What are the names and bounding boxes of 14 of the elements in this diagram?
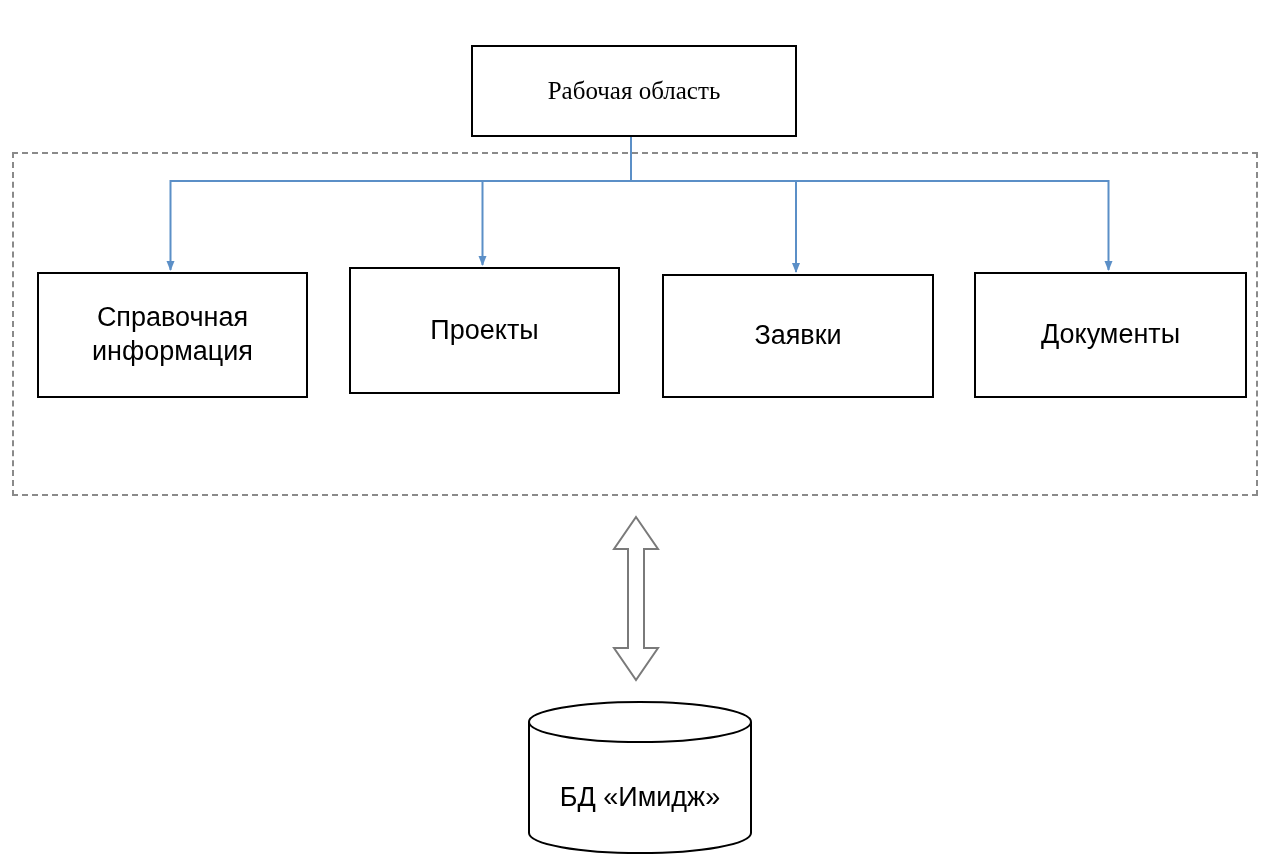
process-box [974,272,1247,398]
process-box [471,45,797,137]
process-box [349,267,620,394]
node-label: Рабочая область [546,76,722,107]
dashed-group-frame [12,152,1258,496]
process-box [662,274,934,398]
node-label: Проекты [429,313,540,347]
double-arrow [612,515,660,682]
node-label: БД «Имидж» [558,780,722,814]
node-label: Справочная информация [91,301,254,368]
process-box [37,272,308,398]
node-label: Заявки [753,319,843,353]
node-label: Документы [1039,318,1182,352]
database-cylinder [527,700,753,855]
